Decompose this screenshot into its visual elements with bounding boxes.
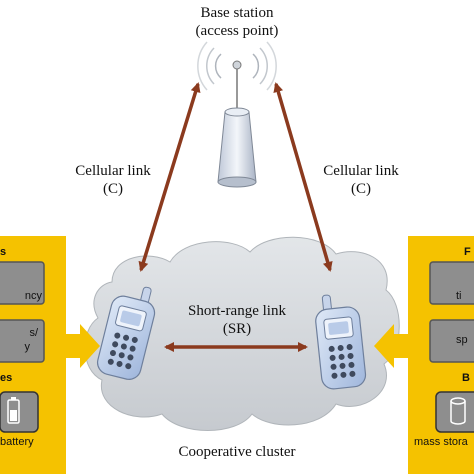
short-range-link-code: (SR) — [222, 321, 252, 337]
right-panel-caption: mass stora — [414, 436, 468, 448]
left-panel-heading-2: es — [0, 372, 13, 384]
right-phone-icon — [315, 294, 367, 390]
right-cellular-link-arrow — [273, 82, 333, 272]
base-station-title: Base station — [200, 5, 274, 21]
right-panel-heading-2: B — [462, 372, 470, 384]
base-station-subtitle: (access point) — [195, 23, 279, 39]
left-input-arrow — [66, 324, 100, 368]
right-cellular-link-label: Cellular link (C) — [306, 162, 416, 198]
base-station-antenna — [197, 41, 277, 188]
right-cellular-link-code: (C) — [351, 181, 371, 197]
right-cellular-link-text: Cellular link — [323, 163, 399, 179]
left-phone-icon — [96, 286, 156, 380]
left-panel-box-2-line-1: s/ — [29, 327, 38, 339]
right-panel-box-2-label: sp — [456, 334, 468, 346]
left-panel-box-2 — [0, 319, 45, 363]
left-cellular-link-text: Cellular link — [75, 163, 151, 179]
storage-icon — [450, 397, 466, 425]
right-panel-box-2 — [429, 319, 474, 363]
left-panel-box-1 — [0, 261, 45, 305]
right-input-arrow — [374, 324, 408, 368]
left-cellular-link-code: (C) — [103, 181, 123, 197]
cooperative-cluster-cloud — [84, 236, 400, 431]
right-panel-box-1-label: ti — [456, 290, 462, 302]
battery-icon — [7, 397, 20, 424]
base-station-label: Base station (access point) — [167, 4, 307, 40]
left-cellular-link-arrow — [138, 82, 201, 272]
left-panel-caption: battery — [0, 436, 34, 448]
right-feature-panel — [408, 236, 474, 474]
short-range-link-text: Short-range link — [188, 303, 286, 319]
short-range-link-label: Short-range link (SR) — [172, 302, 302, 338]
left-cellular-link-label: Cellular link (C) — [58, 162, 168, 198]
left-panel-heading-1: s — [0, 246, 7, 258]
left-panel-box-2-line-2: y — [24, 341, 31, 353]
right-panel-box-1 — [429, 261, 474, 305]
left-panel-box-1-label: ncy — [24, 290, 42, 302]
left-feature-panel — [0, 236, 66, 474]
cooperative-cluster-label: Cooperative cluster — [178, 444, 296, 460]
right-panel-heading-1: F — [464, 246, 471, 258]
